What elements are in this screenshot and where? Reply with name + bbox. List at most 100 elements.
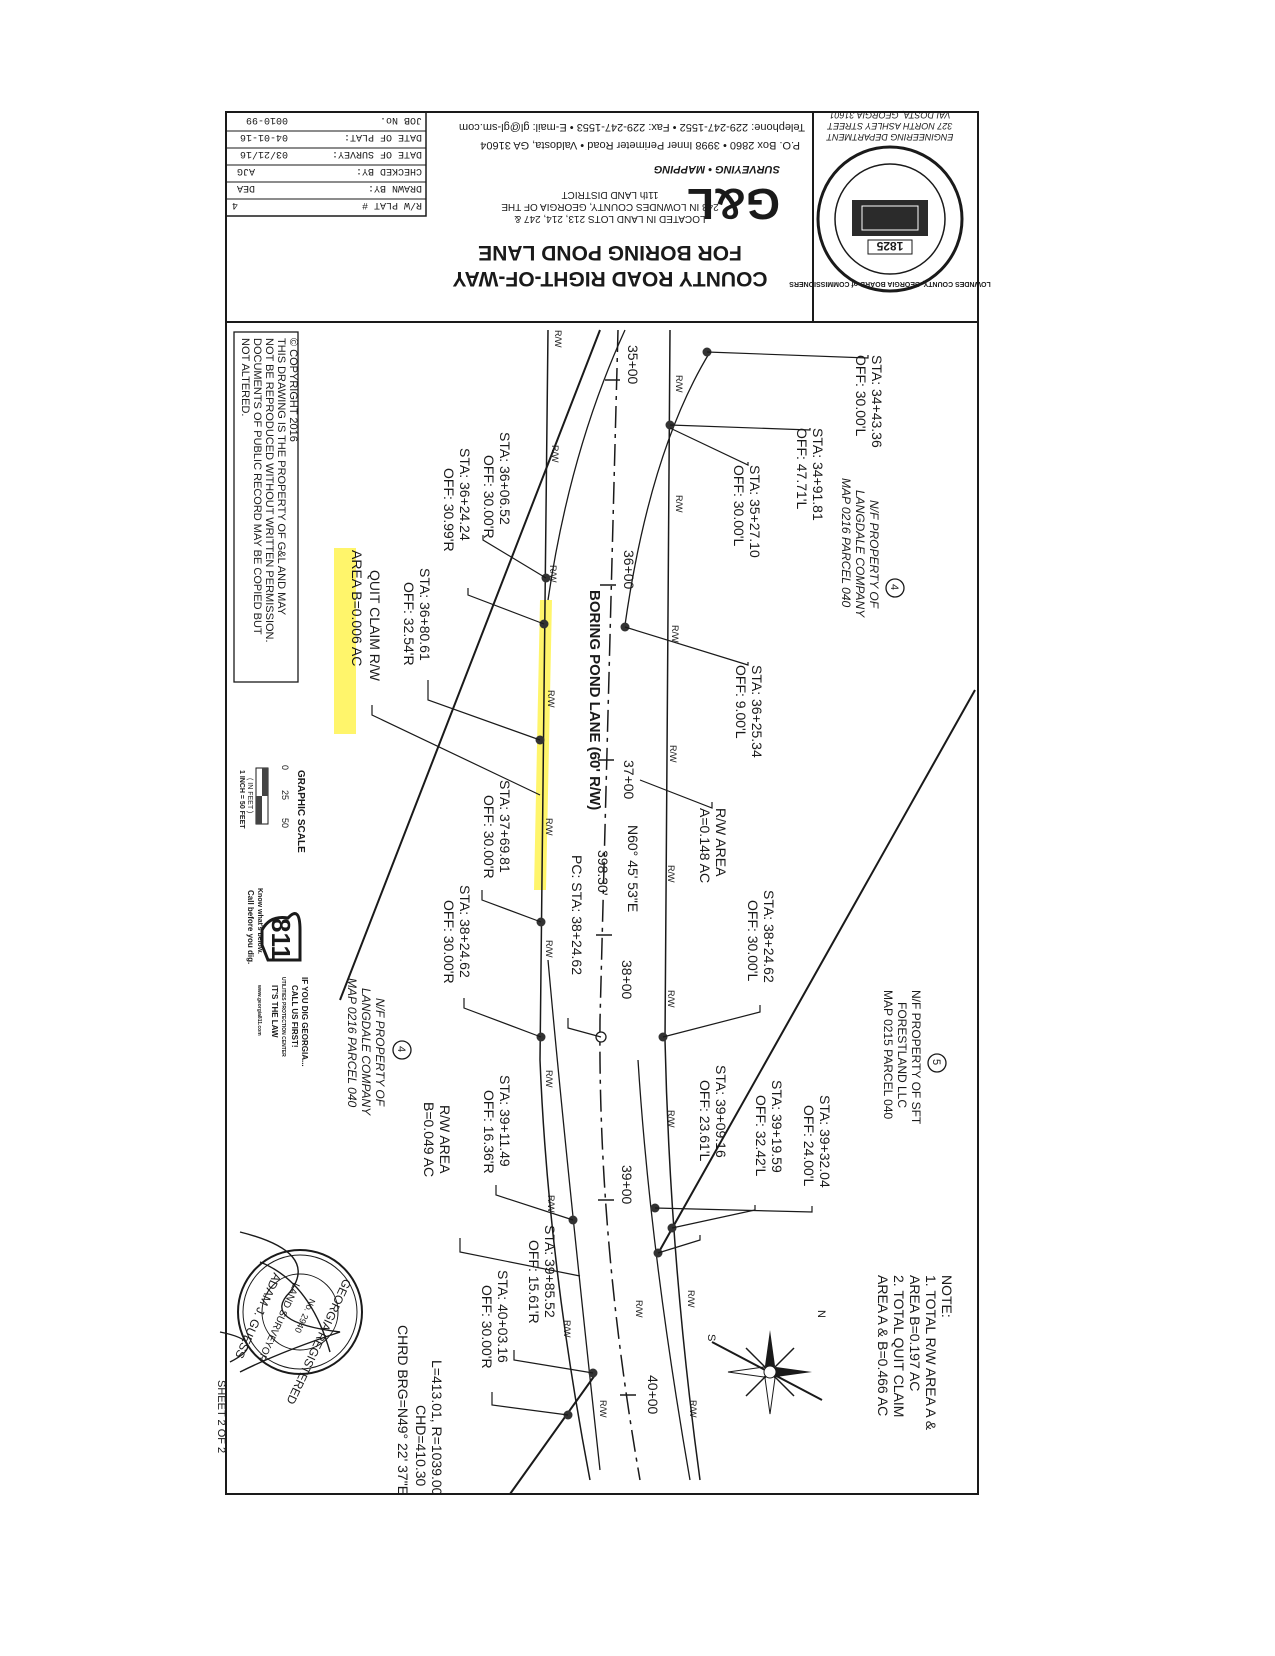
title-line1: COUNTY ROAD RIGHT-OF-WAY	[452, 267, 767, 290]
svg-text:QUIT CLAIM R/W: QUIT CLAIM R/W	[367, 570, 383, 682]
svg-text:STA: 34+91.81: STA: 34+91.81	[810, 428, 826, 521]
county-seal-year: 1825	[876, 239, 903, 253]
callout-39-09: STA: 39+09.16 OFF: 23.61'L	[653, 1065, 729, 1258]
location-line1: LOCATED IN LAND LOTS 213, 214, 247 &	[514, 213, 705, 224]
callout-39-32: STA: 39+32.04 OFF: 24.00'L	[650, 1095, 833, 1213]
svg-text:R/W: R/W	[550, 445, 560, 463]
svg-text:Call before you dig.: Call before you dig.	[246, 890, 255, 964]
old-rw-line-4	[637, 1059, 691, 1481]
svg-text:DEA: DEA	[237, 182, 255, 193]
rw-area-a: R/W AREA A=0.148 AC	[639, 779, 729, 883]
curve-data: L=413.01, R=1039.00 CHD=410.30 CHRD BRG=…	[395, 1325, 445, 1496]
svg-text:S: S	[705, 1334, 717, 1341]
svg-text:No. 2940: No. 2940	[293, 1297, 318, 1334]
svg-text:811: 811	[266, 918, 296, 960]
svg-text:STA: 36+24.24: STA: 36+24.24	[457, 448, 473, 541]
quit-claim-area: QUIT CLAIM R/W AREA B=0.006 AC	[334, 548, 541, 796]
svg-text:NOTE:: NOTE:	[939, 1275, 955, 1318]
parcel-5: 5 N/F PROPERTY OF SFT FORESTLAND LLC MAP…	[881, 990, 947, 1125]
north-arrow-icon: N S	[705, 1310, 827, 1415]
info-row-checked-by: CHECKED BY: AJG	[237, 165, 422, 176]
svg-text:B=0.049 AC: B=0.049 AC	[421, 1102, 437, 1177]
svg-text:UTILITIES PROTECTION CENTER: UTILITIES PROTECTION CENTER	[280, 977, 286, 1057]
svg-text:STA: 39+19.59: STA: 39+19.59	[769, 1080, 785, 1173]
callouts-left: STA: 34+43.36 OFF: 30.00'L STA: 34+91.81…	[620, 347, 885, 1258]
svg-text:OFF: 15.61'R: OFF: 15.61'R	[526, 1240, 542, 1324]
callout-36-06: STA: 36+06.52 OFF: 30.00'R	[481, 432, 551, 583]
svg-text:CHRD BRG=N49° 22' 37"E: CHRD BRG=N49° 22' 37"E	[395, 1325, 411, 1495]
svg-text:37+00: 37+00	[621, 760, 637, 800]
svg-text:R/W: R/W	[668, 745, 678, 763]
svg-text:R/W: R/W	[546, 690, 556, 708]
svg-text:4: 4	[232, 199, 238, 210]
svg-text:38+00: 38+00	[619, 960, 635, 1000]
parcel-4-bottom: 4 N/F PROPERTY OF LANGDALE COMPANY MAP 0…	[345, 978, 412, 1116]
svg-text:2. TOTAL QUIT CLAIM: 2. TOTAL QUIT CLAIM	[891, 1275, 907, 1417]
copyright-box: © COPYRIGHT 2016 THIS DRAWING IS THE PRO…	[233, 331, 299, 683]
old-rw-line-3	[547, 959, 601, 1471]
svg-text:JOB No.: JOB No.	[380, 114, 422, 125]
svg-text:5: 5	[930, 1059, 942, 1065]
county-seal: 1825 LOWNDES COUNTY, GEORGIA BOARD of CO…	[789, 110, 991, 293]
callout-40-03: STA: 40+03.16 OFF: 30.00'R	[479, 1270, 573, 1420]
firm-logo: G&L	[687, 179, 780, 228]
svg-text:N/F PROPERTY OF: N/F PROPERTY OF	[373, 998, 387, 1107]
county-seal-text: LOWNDES COUNTY, GEORGIA BOARD of COMMISS…	[789, 280, 991, 287]
signature-scribble	[219, 1231, 341, 1373]
road-distance: 398.30'	[595, 850, 611, 896]
svg-text:STA: 40+03.16: STA: 40+03.16	[495, 1270, 511, 1363]
svg-text:OFF: 32.54'R: OFF: 32.54'R	[401, 582, 417, 666]
info-row-rw-plat: R/W PLAT # 4	[232, 199, 422, 211]
svg-text:AJG: AJG	[237, 165, 255, 176]
callout-36-25: STA: 36+25.34 OFF: 9.00'L	[620, 622, 765, 758]
svg-text:STA: 39+85.52: STA: 39+85.52	[542, 1225, 558, 1318]
svg-text:OFF: 23.61'L: OFF: 23.61'L	[697, 1080, 713, 1161]
plat-info-table: R/W PLAT # 4 DRAWN BY: DEA CHECKED BY: A…	[225, 111, 427, 217]
svg-text:03/21/16: 03/21/16	[240, 148, 288, 160]
svg-text:0010-99: 0010-99	[246, 114, 288, 125]
road-centerline	[599, 329, 641, 1481]
svg-text:A=0.148 AC: A=0.148 AC	[697, 808, 713, 883]
svg-text:R/W: R/W	[674, 495, 684, 513]
svg-text:N/F PROPERTY OF SFT: N/F PROPERTY OF SFT	[909, 990, 923, 1125]
county-dept-line2: 327 NORTH ASHLEY STREET	[826, 121, 952, 131]
svg-text:OFF: 24.00'L: OFF: 24.00'L	[801, 1105, 817, 1186]
svg-text:L=413.01, R=1039.00: L=413.01, R=1039.00	[429, 1360, 445, 1496]
svg-text:R/W: R/W	[666, 990, 676, 1008]
road-bearing: N60° 45' 53"E	[625, 825, 641, 912]
callout-36-24: STA: 36+24.24 OFF: 30.99'R	[441, 448, 549, 629]
title-block: 1825 LOWNDES COUNTY, GEORGIA BOARD of CO…	[225, 110, 991, 293]
property-line-1	[339, 329, 601, 1001]
svg-text:CHD=410.30: CHD=410.30	[413, 1405, 429, 1487]
old-rw-line-2	[547, 329, 626, 601]
svg-text:40+00: 40+00	[645, 1375, 661, 1415]
svg-text:R/W PLAT #: R/W PLAT #	[362, 199, 422, 211]
road-name: BORING POND LANE (60' R/W)	[586, 590, 603, 810]
svg-text:R/W: R/W	[666, 865, 676, 883]
svg-text:LANGDALE COMPANY: LANGDALE COMPANY	[853, 490, 867, 618]
info-row-date-of-plat: DATE OF PLAT: 04-01-16	[240, 131, 422, 142]
notes: NOTE: 1. TOTAL R/W AREA A & AREA B=0.197…	[875, 1275, 955, 1431]
callout-39-19: STA: 39+19.59 OFF: 32.42'L	[667, 1080, 785, 1233]
call-811-logo: 811 Know what's below. Call before you d…	[246, 888, 302, 964]
svg-text:STA: 38+24.62: STA: 38+24.62	[761, 890, 777, 983]
info-row-date-of-survey: DATE OF SURVEY: 03/21/16	[240, 148, 422, 160]
property-line-3	[509, 1374, 596, 1495]
svg-text:STA: 39+32.04: STA: 39+32.04	[817, 1095, 833, 1188]
svg-text:OFF: 30.99'R: OFF: 30.99'R	[441, 468, 457, 552]
svg-text:R/W: R/W	[562, 1320, 572, 1338]
callout-37-69: STA: 37+69.81 OFF: 30.00'R	[481, 780, 546, 927]
svg-text:OFF: 9.00'L: OFF: 9.00'L	[733, 665, 749, 739]
svg-text:36+00: 36+00	[621, 550, 637, 590]
firm-tagline: SURVEYING • MAPPING	[653, 163, 780, 175]
svg-text:R/W AREA: R/W AREA	[713, 808, 729, 877]
title-line2: FOR BORING POND LANE	[478, 241, 742, 264]
svg-text:1. TOTAL R/W AREA A &: 1. TOTAL R/W AREA A &	[923, 1275, 939, 1431]
svg-text:Know what's below.: Know what's below.	[256, 888, 263, 954]
svg-text:STA: 39+09.16: STA: 39+09.16	[713, 1065, 729, 1158]
svg-text:STA: 38+24.62: STA: 38+24.62	[457, 885, 473, 978]
svg-text:OFF: 30.00'R: OFF: 30.00'R	[441, 900, 457, 984]
svg-text:R/W: R/W	[634, 1300, 644, 1318]
surveyor-seal: GEORGIA REGISTERED No. 2940 LAND SURVEYO…	[219, 1231, 363, 1407]
svg-text:R/W: R/W	[544, 940, 554, 958]
